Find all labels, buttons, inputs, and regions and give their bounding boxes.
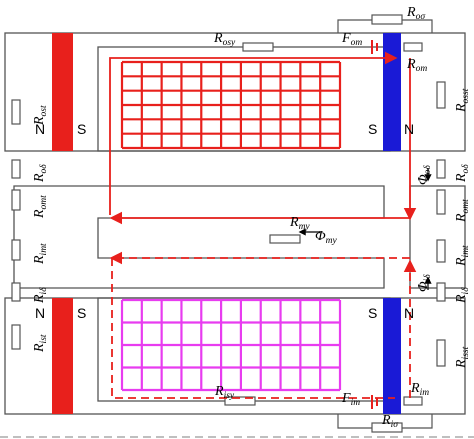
r-i-delta-left-box	[11, 282, 21, 302]
middle-mover	[13, 185, 385, 289]
top-coil-winding	[120, 60, 342, 150]
bottom-left-pole-s: S	[77, 305, 86, 321]
r-osst-box	[436, 81, 446, 109]
r-im-box	[403, 396, 423, 406]
r-imt-left-box	[11, 239, 21, 261]
r-o-sigma-box	[371, 14, 403, 25]
r-isst-box	[436, 339, 446, 367]
r-o-delta-right-box	[436, 159, 446, 179]
label-r-i-sigma: Riσ	[381, 413, 398, 430]
bottom-left-magnet	[52, 298, 73, 414]
r-imt-right-box	[436, 239, 446, 263]
r-omt-left-box	[11, 189, 21, 211]
bottom-right-magnet	[383, 298, 401, 414]
label-r-isy: Risy	[214, 384, 235, 401]
bottom-right-pole-s: S	[368, 305, 377, 321]
top-right-pole-n: N	[404, 121, 414, 137]
label-r-ost: Rost	[32, 105, 49, 126]
label-r-osst: Rosst	[454, 88, 471, 113]
r-ist-box	[11, 324, 21, 350]
top-right-magnet	[383, 33, 401, 151]
label-phi-i-delta: Φiδ	[416, 274, 433, 292]
label-r-im: Rim	[410, 381, 429, 398]
outer-flux-path	[109, 51, 417, 225]
r-om-box	[403, 42, 423, 52]
label-r-omt-left: Romt	[32, 195, 49, 219]
r-o-delta-left-box	[11, 159, 21, 179]
inner-flux-path	[109, 251, 417, 399]
r-i-sigma-box	[371, 422, 403, 433]
label-r-o-sigma: Roσ	[406, 5, 425, 22]
bottom-right-pole-n: N	[404, 305, 414, 321]
r-isy-box	[224, 396, 256, 406]
label-r-osy: Rosy	[213, 31, 236, 48]
r-omt-right-box	[436, 189, 446, 215]
bottom-left-pole-n: N	[35, 305, 45, 321]
label-r-imt-right: Rimt	[454, 245, 471, 267]
label-f-im: Fim	[341, 391, 360, 408]
reluctance-elements	[11, 14, 446, 433]
top-left-pole-n: N	[35, 121, 45, 137]
label-r-ist: Rist	[32, 334, 49, 353]
top-left-magnet	[52, 33, 73, 151]
label-r-my: Rmy	[289, 215, 310, 232]
label-phi-o-delta: Φoδ	[416, 165, 433, 185]
label-f-om: Fom	[341, 31, 362, 48]
r-i-delta-right-box	[436, 282, 446, 302]
label-r-o-delta-right: Roδ	[454, 164, 471, 183]
top-right-pole-s: S	[368, 121, 377, 137]
top-left-pole-s: S	[77, 121, 86, 137]
bottom-coil-winding	[120, 298, 342, 392]
r-osy-box	[242, 42, 274, 52]
label-r-i-delta-left: Riδ	[32, 287, 49, 304]
r-my-box	[269, 234, 301, 244]
label-r-imt-left: Rimt	[32, 243, 49, 265]
label-r-o-delta-left: Roδ	[32, 164, 49, 183]
label-r-isst: Risst	[454, 346, 471, 369]
r-ost-box	[11, 99, 21, 125]
label-r-om: Rom	[406, 57, 427, 74]
label-phi-my: Φmy	[315, 229, 338, 246]
label-r-omt-right: Romt	[454, 199, 471, 223]
label-r-i-delta-right: Riδ	[454, 287, 471, 304]
